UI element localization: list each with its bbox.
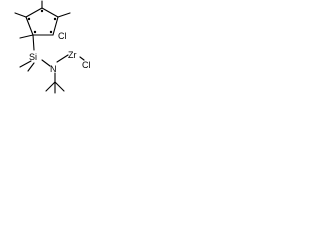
methyl-bond-top-right (57, 12, 71, 18)
si-methyl-bond-1 (19, 60, 32, 68)
methyl-bond-top-left (14, 12, 27, 18)
atom-cl-upper: Cl (58, 31, 67, 41)
ring-dot-top-right (53, 17, 57, 21)
ring-dot-top-left (27, 17, 31, 21)
tbu-methyl-left (45, 81, 56, 92)
ring-bond-left (25, 16, 34, 36)
ring-dot-left (33, 30, 37, 34)
ring-bond-top-left (25, 7, 43, 18)
tbu-methyl-right (54, 81, 65, 92)
n-zr-bond (56, 54, 69, 63)
ring-bond-right (52, 16, 59, 36)
radical-dots (27, 9, 57, 34)
atom-cl-lower: Cl (82, 60, 91, 70)
atom-zr: Zr (68, 50, 77, 60)
atom-si: Si (29, 52, 37, 62)
si-methyl-bond-2 (27, 62, 35, 72)
ring-dot-right (49, 30, 53, 34)
bonds (14, 0, 85, 94)
si-n-bond (41, 59, 51, 67)
ring-si-bond (32, 34, 35, 51)
atom-n: N (50, 64, 57, 74)
ring-dot-top (40, 9, 44, 13)
zr-cl-bond (79, 56, 85, 61)
ring-bond-top-right (41, 7, 59, 18)
atom-labels: Si N Zr Cl Cl (29, 31, 91, 74)
molecular-structure: Si N Zr Cl Cl (14, 0, 91, 94)
methyl-bond-left (19, 34, 34, 39)
